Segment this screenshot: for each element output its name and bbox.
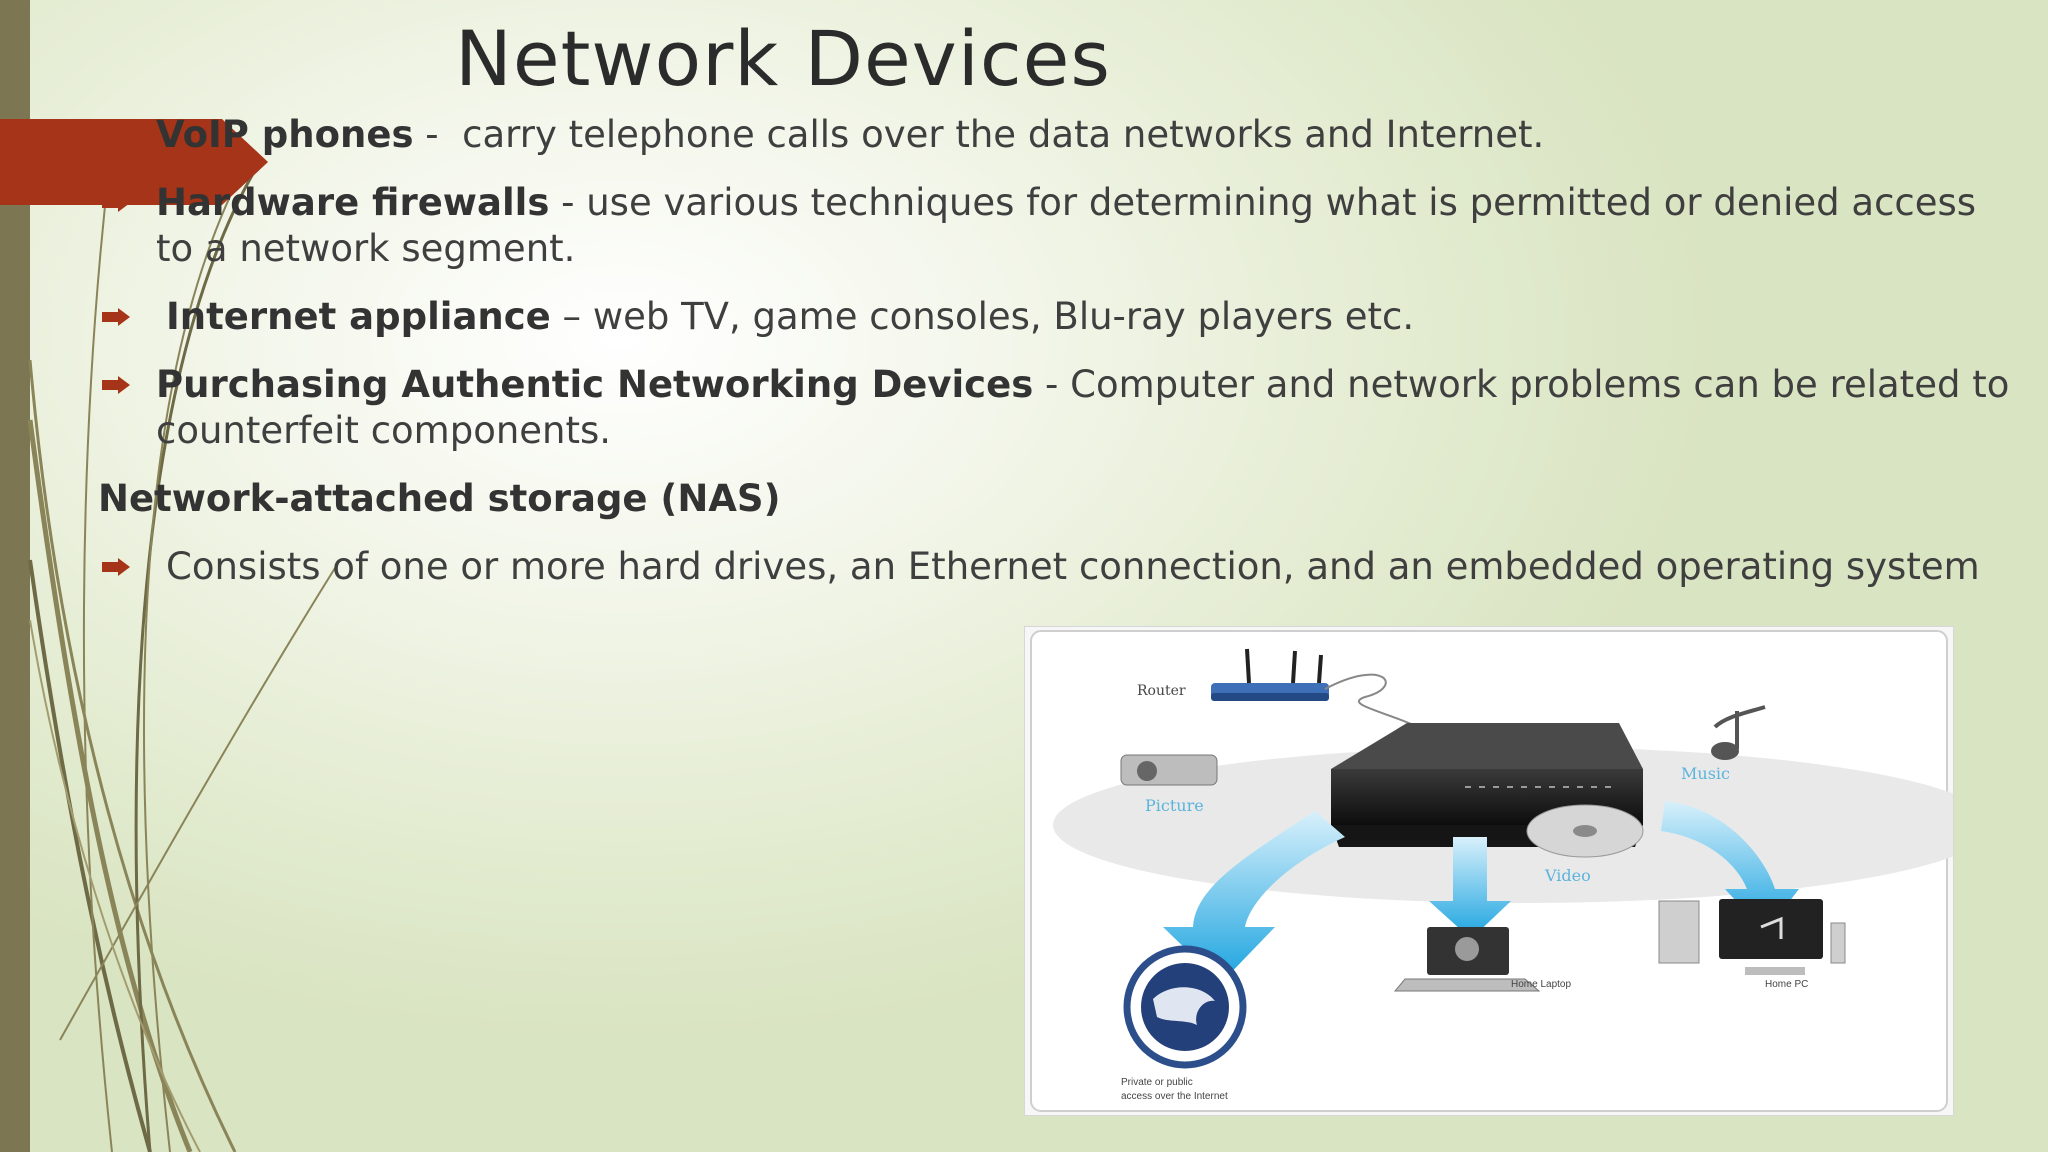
item-term: Hardware firewalls (156, 181, 550, 224)
nas-heading: Network-attached storage (NAS) (98, 477, 781, 520)
access-label-line1: Private or public (1121, 1077, 1193, 1088)
list-item: Internet appliance – web TV, game consol… (98, 294, 2018, 340)
item-term: Purchasing Authentic Networking Devices (156, 363, 1034, 406)
video-label: Video (1544, 866, 1591, 885)
item-separator: - (413, 113, 463, 156)
camera-icon (1120, 754, 1218, 786)
item-term: Internet appliance (166, 295, 551, 338)
slide-title: Network Devices (455, 14, 1111, 103)
item-description: web TV, game consoles, Blu-ray players e… (592, 295, 1415, 338)
arrow-bullet-icon (102, 194, 130, 212)
item-description: carry telephone calls over the data netw… (462, 113, 1545, 156)
music-note-icon (1711, 705, 1766, 760)
music-label: Music (1681, 764, 1730, 783)
router-icon (1211, 648, 1329, 701)
home-pc-label: Home PC (1765, 979, 1808, 990)
picture-label: Picture (1145, 796, 1204, 815)
arrow-bullet-icon (102, 558, 130, 576)
laptop-icon (1393, 927, 1541, 992)
list-item: Consists of one or more hard drives, an … (98, 544, 2018, 590)
arrow-to-laptop (1429, 837, 1511, 939)
item-description: Computer and network problems can be rel… (156, 363, 2010, 452)
slide-content: VoIP phones - carry telephone calls over… (98, 112, 2018, 612)
list-item: Purchasing Authentic Networking Devices … (98, 362, 2018, 454)
item-separator: - (1033, 363, 1071, 406)
list-item: Hardware firewalls - use various techniq… (98, 180, 2018, 272)
disc-icon (1526, 804, 1644, 858)
home-laptop-label: Home Laptop (1511, 979, 1571, 990)
list-item: VoIP phones - carry telephone calls over… (98, 112, 2018, 158)
item-separator: – (550, 295, 593, 338)
item-description: Consists of one or more hard drives, an … (166, 545, 1980, 588)
router-label: Router (1137, 683, 1186, 699)
globe-icon (1123, 945, 1247, 1069)
item-separator: - (549, 181, 587, 224)
arrow-bullet-icon (102, 308, 130, 326)
red-banner-shape (0, 119, 268, 205)
arrow-bullet-icon (102, 376, 130, 394)
desktop-pc-icon (1658, 899, 1846, 975)
access-label-line2: access over the Internet (1121, 1091, 1228, 1102)
arrow-to-internet (1163, 811, 1345, 983)
nas-diagram-image: Router Picture Music (1024, 626, 1954, 1116)
nas-diagram: Router Picture Music (1030, 630, 1953, 1112)
item-term: VoIP phones (156, 113, 414, 156)
item-description: use various techniques for determining w… (156, 181, 1977, 270)
